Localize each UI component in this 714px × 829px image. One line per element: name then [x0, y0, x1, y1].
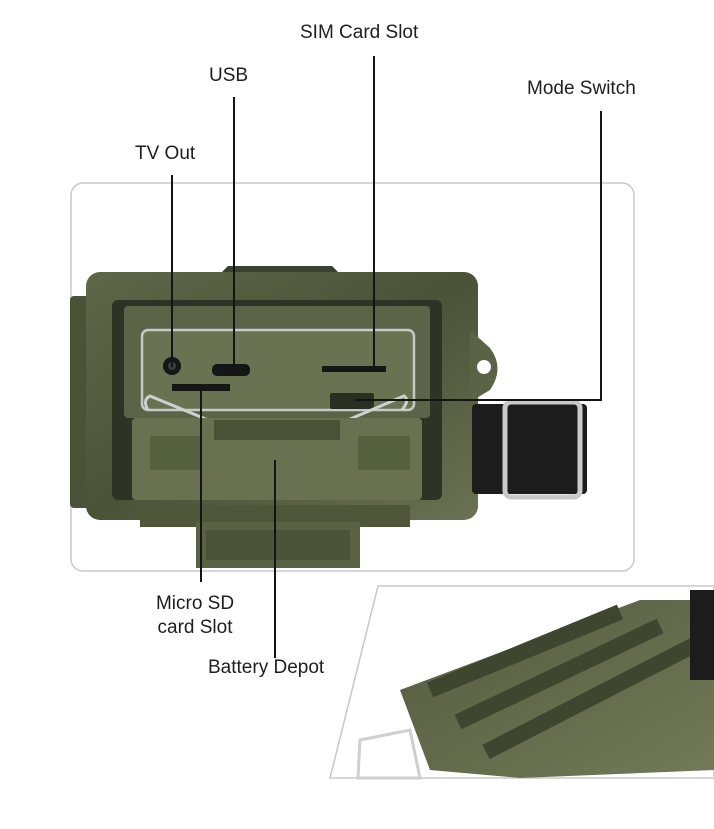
- label-micro-sd: Micro SD card Slot: [140, 592, 250, 640]
- sim-card-port: [322, 366, 386, 372]
- leader-usb: [233, 97, 235, 367]
- leader-sim: [373, 56, 375, 370]
- label-usb: USB: [209, 65, 249, 86]
- label-mode-switch: Mode Switch: [527, 78, 636, 99]
- mode-switch-control: [330, 393, 374, 409]
- usb-port: [212, 364, 250, 376]
- leader-battery: [274, 460, 276, 658]
- battery-tray-photo: [329, 585, 714, 780]
- leader-mode-h: [355, 399, 602, 401]
- label-battery-depot: Battery Depot: [208, 657, 325, 678]
- leader-mode: [600, 111, 602, 400]
- label-tv-out: TV Out: [135, 143, 196, 164]
- label-micro-sd-line1: Micro SD: [155, 593, 235, 614]
- label-micro-sd-line2: card Slot: [157, 617, 233, 638]
- leader-micro-sd: [200, 387, 202, 582]
- leader-tv-out: [171, 175, 173, 367]
- label-sim-card-slot: SIM Card Slot: [300, 22, 419, 43]
